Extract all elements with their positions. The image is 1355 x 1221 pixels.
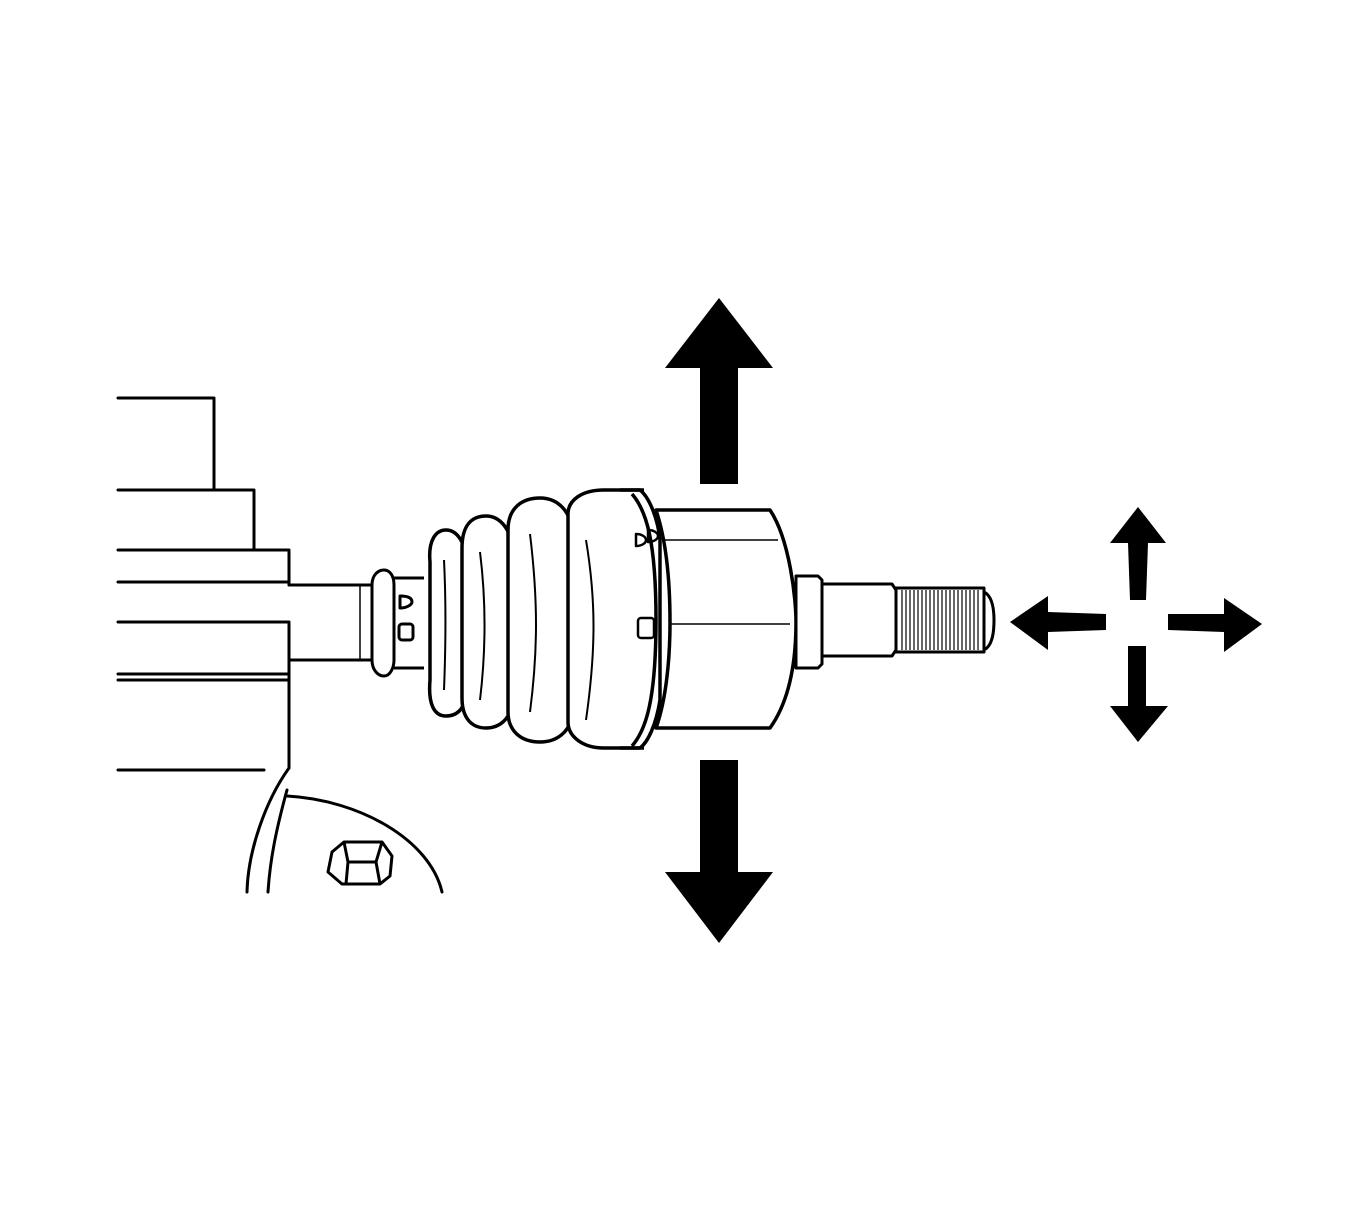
boot-clamp-large-marks	[634, 528, 660, 640]
arrow-right-icon	[1168, 598, 1262, 652]
hex-bolt	[326, 840, 394, 886]
cv-boot	[427, 488, 662, 750]
cv-joint-housing	[654, 508, 798, 730]
direction-arrows	[1010, 507, 1262, 742]
transaxle-housing	[116, 396, 444, 894]
arrow-down-icon	[665, 760, 773, 943]
shaft-splines	[901, 590, 979, 650]
arrow-up-icon	[665, 298, 773, 484]
arrow-left-icon	[1010, 596, 1106, 650]
boot-clamp-small	[370, 568, 424, 678]
arrow-up-icon	[1110, 507, 1166, 600]
arrow-down-icon	[1110, 646, 1168, 742]
half-shaft	[287, 583, 374, 662]
